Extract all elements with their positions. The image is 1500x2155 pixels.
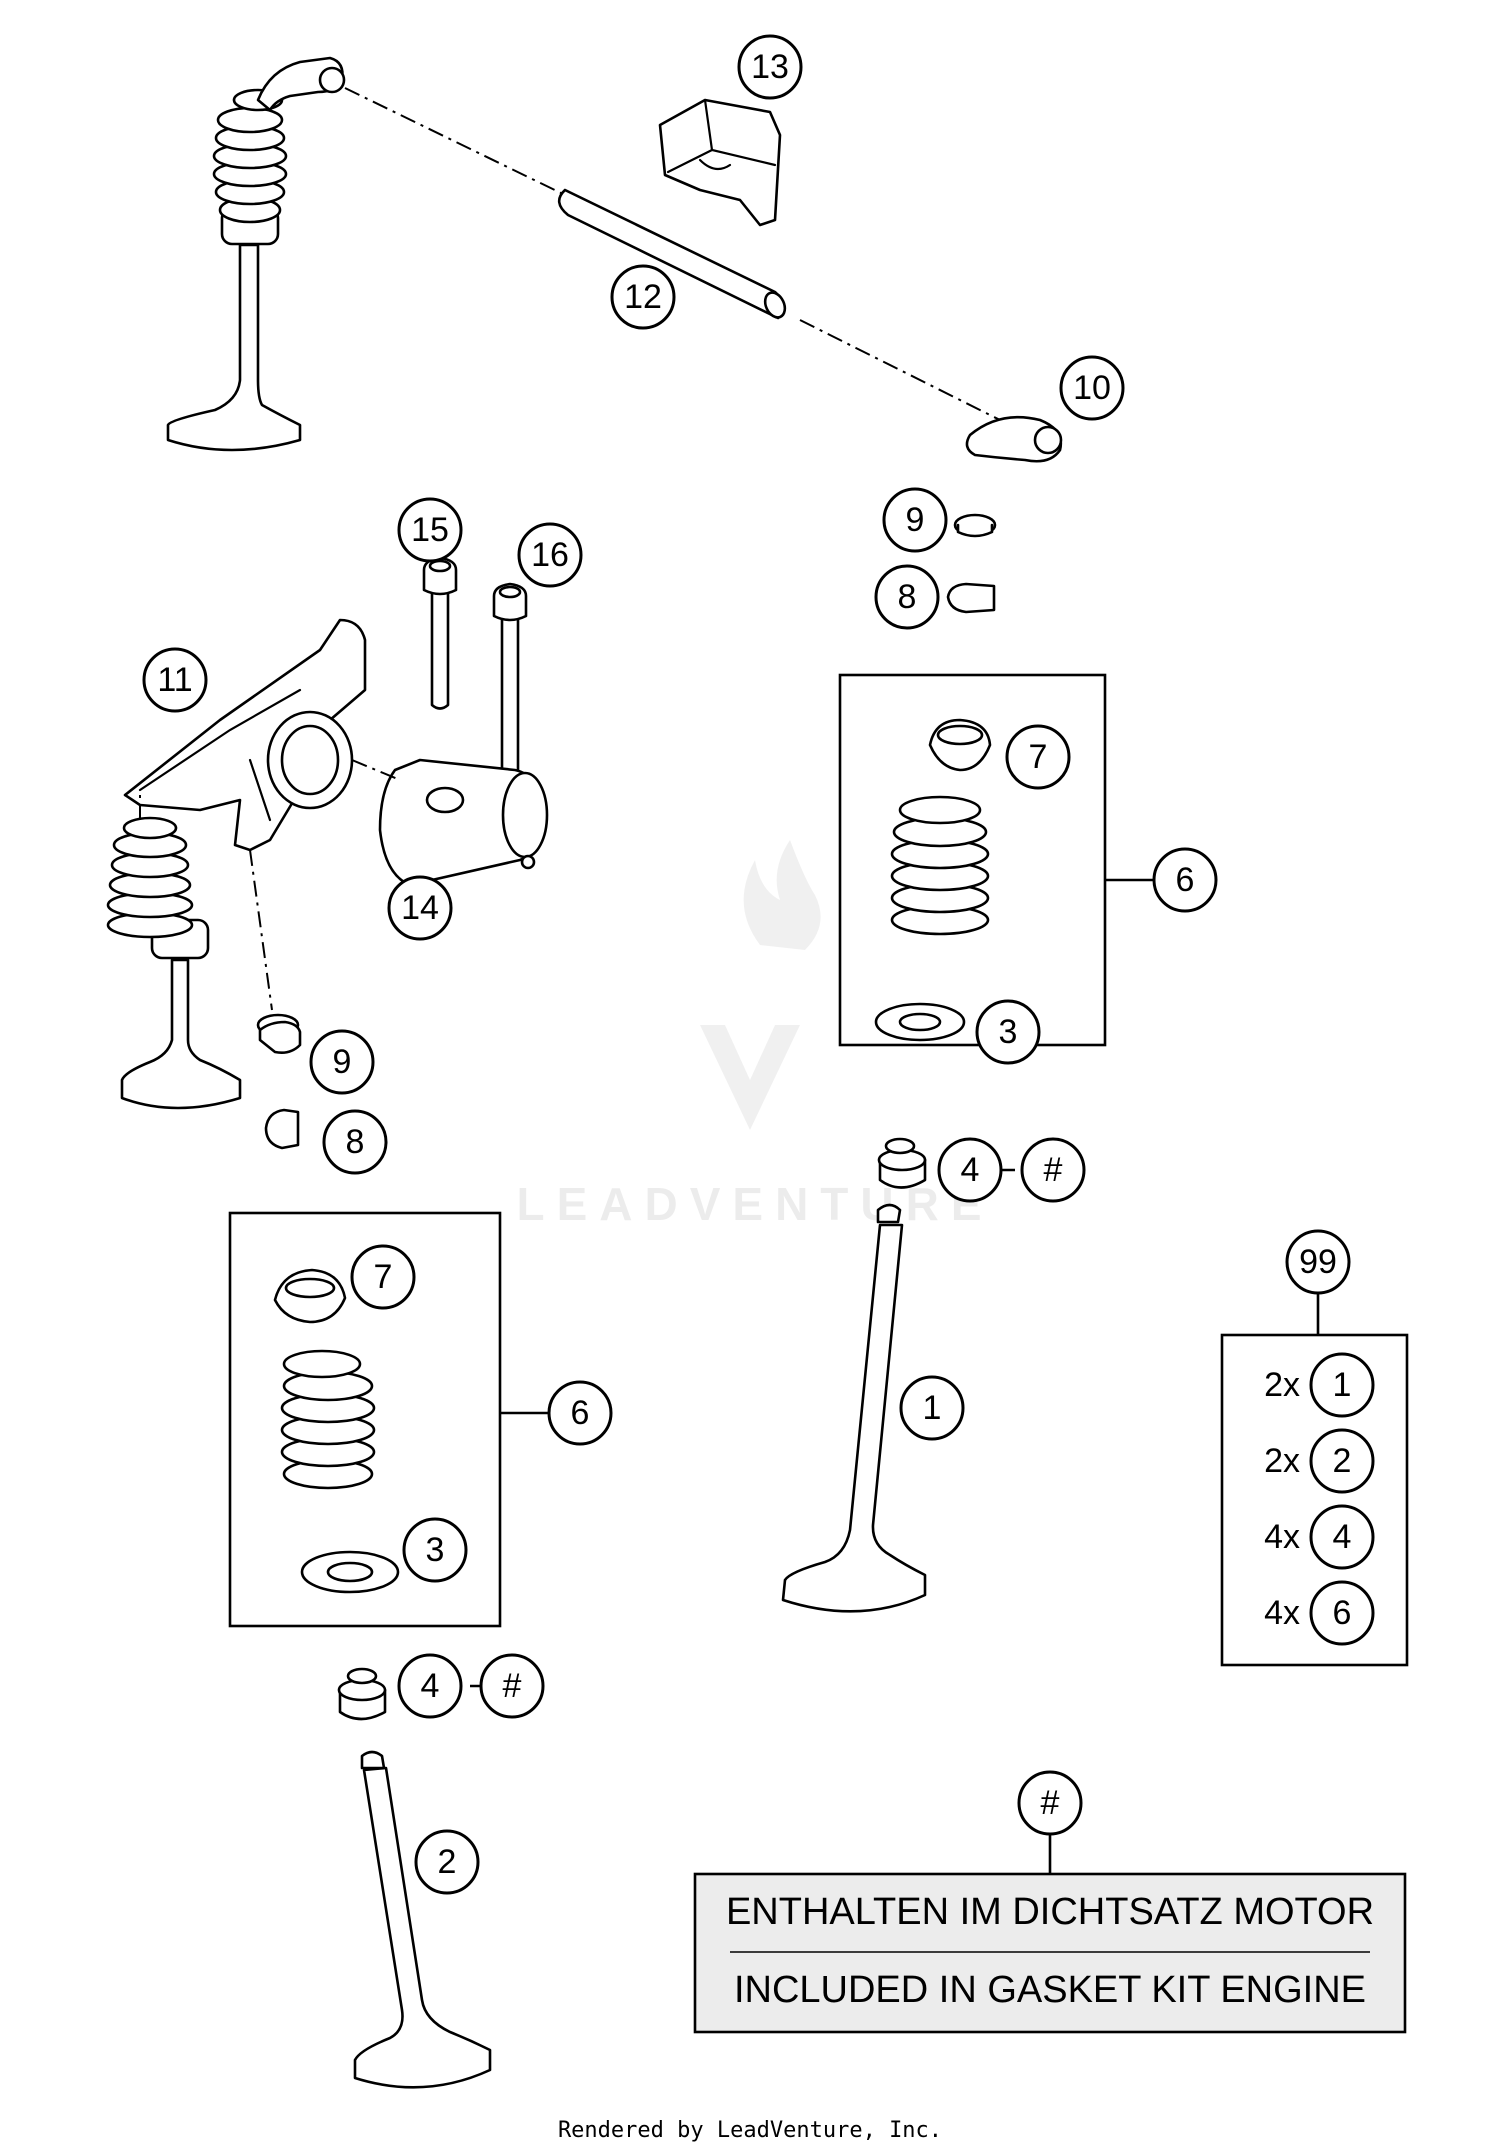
svg-text:#: # <box>1044 1151 1063 1189</box>
callout-hash-legend: # <box>1017 1770 1083 1836</box>
valve-seal-left <box>337 1667 492 1721</box>
svg-text:15: 15 <box>411 511 449 549</box>
kit-99-row: 2x 2 <box>1264 1428 1375 1494</box>
kit-99-row: 4x 4 <box>1264 1504 1375 1570</box>
svg-text:16: 16 <box>531 536 569 574</box>
svg-text:99: 99 <box>1299 1243 1337 1281</box>
svg-text:8: 8 <box>346 1123 365 1161</box>
callout-9-left: 9 <box>309 1029 375 1095</box>
callout-7-right: 7 <box>1005 724 1071 790</box>
svg-text:13: 13 <box>751 48 789 86</box>
kit-qty: 4x <box>1264 1518 1300 1556</box>
svg-text:#: # <box>1041 1784 1060 1822</box>
gasket-kit-legend: ENTHALTEN IM DICHTSATZ MOTOR INCLUDED IN… <box>693 1872 1407 2034</box>
svg-text:9: 9 <box>333 1043 352 1081</box>
callout-hash-right: # <box>1020 1137 1086 1203</box>
callout-4-left: 4 <box>397 1653 463 1719</box>
svg-text:3: 3 <box>999 1013 1018 1051</box>
footer-credit: Rendered by LeadVenture, Inc. <box>557 2118 943 2143</box>
keeper-shim-top <box>946 513 997 614</box>
callout-2: 2 <box>414 1829 480 1895</box>
svg-text:7: 7 <box>374 1258 393 1296</box>
svg-text:4: 4 <box>961 1151 980 1189</box>
svg-text:11: 11 <box>157 661 192 699</box>
kit-ref: 2 <box>1333 1442 1352 1480</box>
callout-6-left: 6 <box>547 1380 613 1446</box>
valve-1 <box>781 1203 927 1613</box>
callout-16: 16 <box>517 522 583 588</box>
callout-12: 12 <box>610 264 676 330</box>
svg-text:6: 6 <box>1176 861 1195 899</box>
watermark-text: LEADVENTURE <box>516 1178 993 1230</box>
kit-qty: 2x <box>1264 1442 1300 1480</box>
callout-6-right: 6 <box>1152 847 1218 913</box>
callout-9-top: 9 <box>882 487 948 553</box>
kit-ref: 6 <box>1333 1594 1352 1632</box>
svg-text:8: 8 <box>898 578 917 616</box>
svg-text:12: 12 <box>624 278 662 316</box>
callout-4-right: 4 <box>937 1137 1003 1203</box>
svg-text:4: 4 <box>421 1667 440 1705</box>
spring-kit-6-right <box>838 673 1155 1047</box>
callout-3-right: 3 <box>975 999 1041 1065</box>
callout-3-left: 3 <box>402 1517 468 1583</box>
kit-qty: 2x <box>1264 1366 1300 1404</box>
svg-text:9: 9 <box>906 501 925 539</box>
legend-line-en: INCLUDED IN GASKET KIT ENGINE <box>734 1969 1366 2011</box>
kit-99-row: 2x 1 <box>1264 1352 1375 1418</box>
svg-text:#: # <box>503 1667 522 1705</box>
callout-hash-left: # <box>479 1653 545 1719</box>
svg-text:3: 3 <box>426 1531 445 1569</box>
svg-text:14: 14 <box>401 889 439 927</box>
spring-kit-6-left <box>228 1211 550 1628</box>
top-valve-assembly <box>166 56 1063 463</box>
callout-99: 99 <box>1285 1229 1351 1295</box>
callout-8-left: 8 <box>322 1109 388 1175</box>
kit-99-box <box>1220 1290 1409 1667</box>
svg-text:6: 6 <box>571 1394 590 1432</box>
svg-text:7: 7 <box>1029 738 1048 776</box>
callout-8-top: 8 <box>874 564 940 630</box>
kit-qty: 4x <box>1264 1594 1300 1632</box>
callout-13: 13 <box>737 34 803 100</box>
kit-ref: 1 <box>1333 1366 1352 1404</box>
valve-2 <box>353 1750 492 2089</box>
rocker-bracket-assembly <box>106 556 549 1150</box>
svg-text:1: 1 <box>923 1389 942 1427</box>
legend-line-de: ENTHALTEN IM DICHTSATZ MOTOR <box>726 1891 1374 1933</box>
callout-7-left: 7 <box>350 1244 416 1310</box>
svg-text:10: 10 <box>1073 369 1111 407</box>
kit-ref: 4 <box>1333 1518 1352 1556</box>
callout-14: 14 <box>387 875 453 941</box>
svg-text:2: 2 <box>438 1843 457 1881</box>
callout-1: 1 <box>899 1375 965 1441</box>
kit-99-row: 4x 6 <box>1264 1580 1375 1646</box>
callout-15: 15 <box>397 497 463 563</box>
callout-10: 10 <box>1059 355 1125 421</box>
callout-11: 11 <box>142 647 208 713</box>
